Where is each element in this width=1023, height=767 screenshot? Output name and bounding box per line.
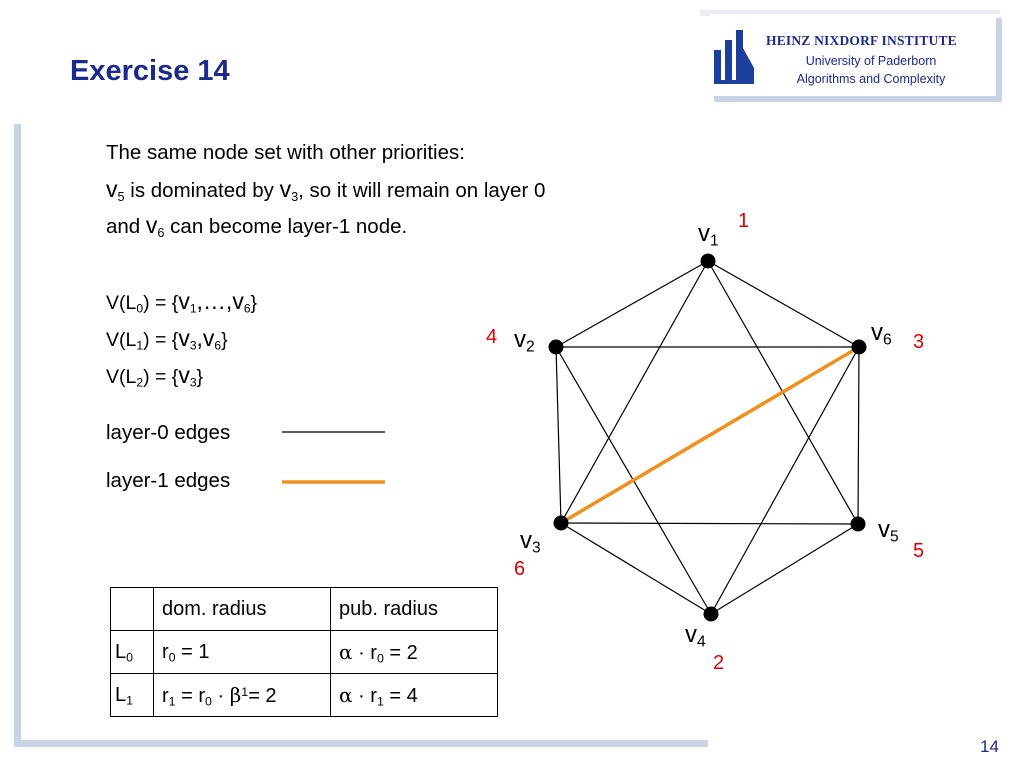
table-cell-pub-radius: α · r0 = 2: [330, 630, 498, 674]
node-v5: [850, 516, 866, 532]
institute-name: HEINZ NIXDORF INSTITUTE: [766, 33, 957, 48]
institute-university: University of Paderborn: [805, 54, 937, 68]
edge-v1-v6: [707, 260, 860, 348]
node-label-v6: v6: [871, 319, 892, 349]
table-header-cell: dom. radius: [153, 587, 331, 631]
priority-v6: 3: [913, 331, 925, 353]
table-cell-layer: L0: [110, 630, 154, 674]
edge-v5-v4: [710, 523, 859, 615]
node-v4: [703, 606, 719, 622]
edge-v1-v3: [560, 260, 709, 524]
table-row: L0 r0 = 1 α · r0 = 2: [110, 630, 498, 674]
edge-v3-v6: [560, 345, 860, 525]
node-v6: [851, 339, 867, 355]
legend-lines: [282, 431, 385, 484]
node-label-v4: v4: [685, 621, 706, 651]
institute-logo-icon: [714, 30, 754, 84]
table-header-cell: [110, 587, 154, 631]
node-v3: [553, 515, 569, 531]
legend-layer-1-label: layer-1 edges: [106, 469, 231, 492]
table-cell-layer: L1: [110, 673, 154, 717]
priority-v2: 4: [486, 326, 498, 348]
node-label-v5: v5: [878, 516, 899, 546]
institute-box-shadow-right: [996, 18, 1002, 102]
text-line-1: The same node set with other priorities:: [106, 141, 465, 164]
set-layer-2: V(L2) = {v3}: [106, 362, 204, 390]
text-line-2: v5 is dominated by v3, so it will remain…: [106, 176, 546, 204]
table-cell-dom-radius: r0 = 1: [153, 630, 331, 674]
edge-v1-v2: [555, 260, 709, 348]
page-number: 14: [980, 737, 999, 756]
legend-layer-0-label: layer-0 edges: [106, 421, 231, 444]
edge-v6-v5: [857, 346, 860, 525]
set-layer-0: V(L0) = {v1,…,v6}: [106, 288, 258, 316]
set-layer-1: V(L1) = {v3,v6}: [106, 325, 228, 353]
edge-v2-v3: [555, 346, 562, 524]
slide-frame-left: [14, 124, 21, 746]
node-label-v2: v2: [514, 326, 535, 356]
table-header-row: dom. radius pub. radius: [110, 587, 498, 631]
institute-group: Algorithms and Complexity: [796, 72, 946, 86]
priority-v4: 2: [713, 652, 725, 674]
table-header-cell: pub. radius: [330, 587, 498, 631]
institute-box-top: [700, 10, 1000, 16]
institute-box: [710, 14, 1000, 100]
edge-v3-v4: [560, 522, 712, 615]
text-line-3: and v6 can become layer-1 node.: [106, 212, 408, 240]
priority-v5: 5: [913, 540, 925, 562]
radius-table: dom. radius pub. radius L0 r0 = 1 α · r0…: [110, 587, 498, 717]
node-label-v3: v3: [520, 527, 541, 557]
node-label-v1: v1: [698, 220, 719, 250]
node-v1: [700, 253, 716, 269]
table-cell-pub-radius: α · r1 = 4: [330, 673, 498, 717]
priority-v1: 1: [738, 210, 750, 232]
table-cell-dom-radius: r1 = r0 · β1= 2: [153, 673, 331, 717]
priority-v3: 6: [514, 558, 526, 580]
slide-frame-bottom: [14, 740, 708, 747]
slide-title: Exercise 14: [70, 55, 230, 87]
table-row: L1 r1 = r0 · β1= 2 α · r1 = 4: [110, 673, 498, 717]
edge-v3-v5: [560, 522, 859, 525]
edge-v6-v4: [710, 346, 860, 615]
institute-box-shadow-bottom: [714, 96, 1002, 102]
node-v2: [548, 339, 564, 355]
